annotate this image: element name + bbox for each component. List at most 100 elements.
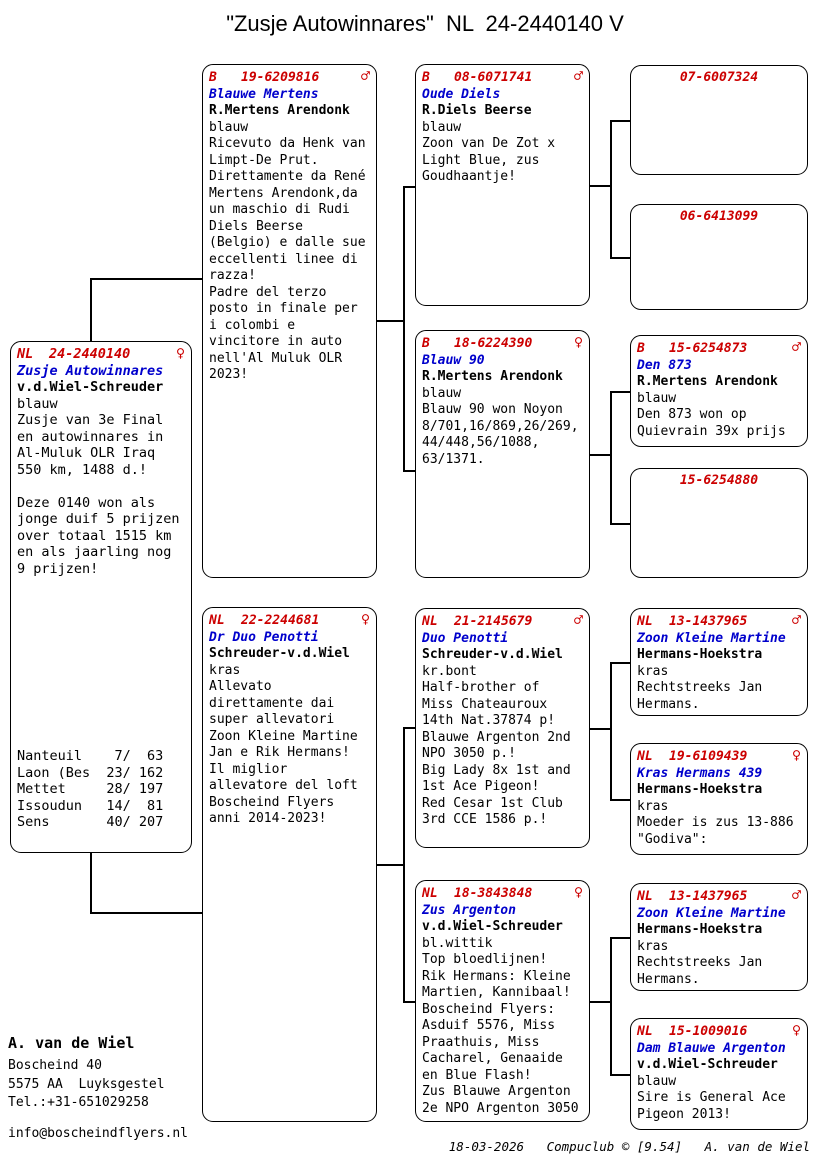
box-header: B 15-6254873 ♂ (637, 340, 801, 358)
pigeon-description: kras Rechtstreeks Jan Hermans. (637, 938, 763, 987)
pigeon-description: blauw Zusje van 3e Final en autowinnares… (17, 395, 180, 577)
box-header: NL 13-1437965 ♂ (637, 888, 801, 906)
ring-number: 08-6071741 (454, 70, 533, 85)
connector-line (610, 523, 630, 525)
box-header: NL 15-1009016 ♀ (637, 1023, 801, 1041)
pigeon-name: Den 873 (637, 357, 692, 373)
ring-number: 13-1437965 (669, 614, 748, 629)
breeder-name: Schreuder-v.d.Wiel (422, 647, 563, 662)
pedigree-box-ggparent-3: B 15-6254873 ♂ Den 873 R.Mertens Arendon… (630, 335, 808, 447)
breeder-contact-name: A. van de Wiel (8, 1034, 135, 1052)
breeder-name: R.Diels Beerse (422, 103, 532, 118)
country-code: NL (637, 614, 653, 629)
connector-line (403, 727, 405, 1002)
ring-number: 06-6413099 (679, 209, 759, 224)
connector-line (590, 728, 610, 730)
pigeon-name: Duo Penotti (422, 630, 509, 646)
pigeon-name: Kras Hermans 439 (637, 765, 763, 781)
box-header: NL 19-6109439 ♀ (637, 748, 801, 766)
connector-line (403, 186, 405, 471)
pigeon-name: Oude Diels (422, 86, 501, 102)
pedigree-box-ggparent-1: 07-6007324 (630, 65, 808, 175)
country-code: NL (422, 614, 438, 629)
breeder-name: R.Mertens Arendonk (637, 374, 778, 389)
pedigree-box-ggparent-5: NL 13-1437965 ♂ Zoon Kleine Martine Herm… (630, 608, 808, 716)
ring-number: 18-3843848 (454, 886, 533, 901)
pedigree-box-sire: B 19-6209816 ♂ Blauwe Mertens R.Mertens … (202, 64, 377, 578)
pigeon-description: blauw Ricevuto da Henk van Limpt-De Prut… (209, 119, 366, 383)
ring-number: 15-6254873 (669, 341, 748, 356)
male-icon: ♂ (791, 886, 801, 904)
breeder-name: Hermans-Hoekstra (637, 922, 763, 937)
pigeon-description: kras Rechtstreeks Jan Hermans. (637, 663, 763, 712)
connector-line (610, 937, 612, 1075)
ring-number: 15-1009016 (669, 1024, 748, 1039)
ring-number: 24-2440140 (49, 346, 131, 362)
ring-number: 19-6209816 (241, 70, 320, 85)
pedigree-box-ggparent-6: NL 19-6109439 ♀ Kras Hermans 439 Hermans… (630, 743, 808, 855)
pigeon-description: kras Allevato direttamente dai super all… (209, 662, 358, 827)
box-header: NL 13-1437965 ♂ (637, 613, 801, 631)
breeder-name: Hermans-Hoekstra (637, 782, 763, 797)
ring-number: 19-6109439 (669, 749, 748, 764)
country-code: NL (637, 1024, 653, 1039)
ring-number: 13-1437965 (669, 889, 748, 904)
country-code: B (422, 336, 430, 351)
country-code: NL (209, 613, 225, 628)
box-header: B 18-6224390 ♀ (422, 335, 583, 353)
breeder-name: Schreuder-v.d.Wiel (209, 646, 350, 661)
pigeon-name: Dr Duo Penotti (209, 629, 319, 645)
ring-number: 22-2244681 (241, 613, 320, 628)
connector-line (610, 120, 630, 122)
connector-line (610, 120, 612, 258)
female-icon: ♀ (573, 883, 583, 901)
pigeon-description: kr.bont Half-brother of Miss Chateauroux… (422, 663, 571, 828)
connector-line (90, 912, 202, 914)
country-code: B (637, 341, 645, 356)
pedigree-box-subject: NL 24-2440140 ♀ Zusje Autowinnares v.d.W… (10, 341, 192, 853)
breeder-name: v.d.Wiel-Schreuder (17, 379, 164, 395)
male-icon: ♂ (791, 338, 801, 356)
breeder-name: R.Mertens Arendonk (422, 369, 563, 384)
pigeon-name: Blauwe Mertens (209, 86, 319, 102)
connector-line (610, 1074, 630, 1076)
box-header: B 19-6209816 ♂ (209, 69, 370, 87)
pedigree-box-ggparent-7: NL 13-1437965 ♂ Zoon Kleine Martine Herm… (630, 883, 808, 991)
connector-line (90, 278, 92, 341)
country-code: B (422, 70, 430, 85)
pedigree-box-granddam-paternal: B 18-6224390 ♀ Blauw 90 R.Mertens Arendo… (415, 330, 590, 578)
connector-line (610, 799, 630, 801)
ring-number: 18-6224390 (454, 336, 533, 351)
address-city: 5575 AA Luyksgestel (8, 1076, 165, 1092)
pigeon-description: kras Moeder is zus 13-886 "Godiva": (637, 798, 794, 847)
connector-line (590, 185, 610, 187)
race-results: Nanteuil 7/ 63 Laon (Bes 23/ 162 Mettet … (17, 748, 164, 830)
connector-line (610, 662, 630, 664)
connector-line (610, 391, 612, 524)
pedigree-box-ggparent-2: 06-6413099 (630, 204, 808, 310)
box-header: NL 24-2440140 ♀ (17, 346, 185, 363)
box-header: B 08-6071741 ♂ (422, 69, 583, 87)
connector-line (403, 470, 415, 472)
connector-line (403, 186, 415, 188)
female-icon: ♀ (791, 746, 801, 764)
breeder-name: Hermans-Hoekstra (637, 647, 763, 662)
female-icon: ♀ (573, 333, 583, 351)
female-icon: ♀ (360, 610, 370, 628)
email-address: info@boscheindflyers.nl (8, 1126, 189, 1141)
connector-line (610, 257, 630, 259)
pigeon-name: Zoon Kleine Martine (637, 630, 786, 646)
country-code: NL (637, 749, 653, 764)
breeder-name: v.d.Wiel-Schreuder (637, 1057, 778, 1072)
country-code: NL (637, 889, 653, 904)
ring-number: 07-6007324 (679, 70, 759, 85)
ring-number: 15-6254880 (679, 473, 759, 488)
box-header: 06-6413099 (637, 209, 801, 226)
box-header: NL 18-3843848 ♀ (422, 885, 583, 903)
male-icon: ♂ (791, 611, 801, 629)
address-street: Boscheind 40 (8, 1058, 102, 1073)
pigeon-name: Dam Blauwe Argenton (637, 1040, 786, 1056)
connector-line (403, 1001, 415, 1003)
female-icon: ♀ (175, 344, 185, 362)
